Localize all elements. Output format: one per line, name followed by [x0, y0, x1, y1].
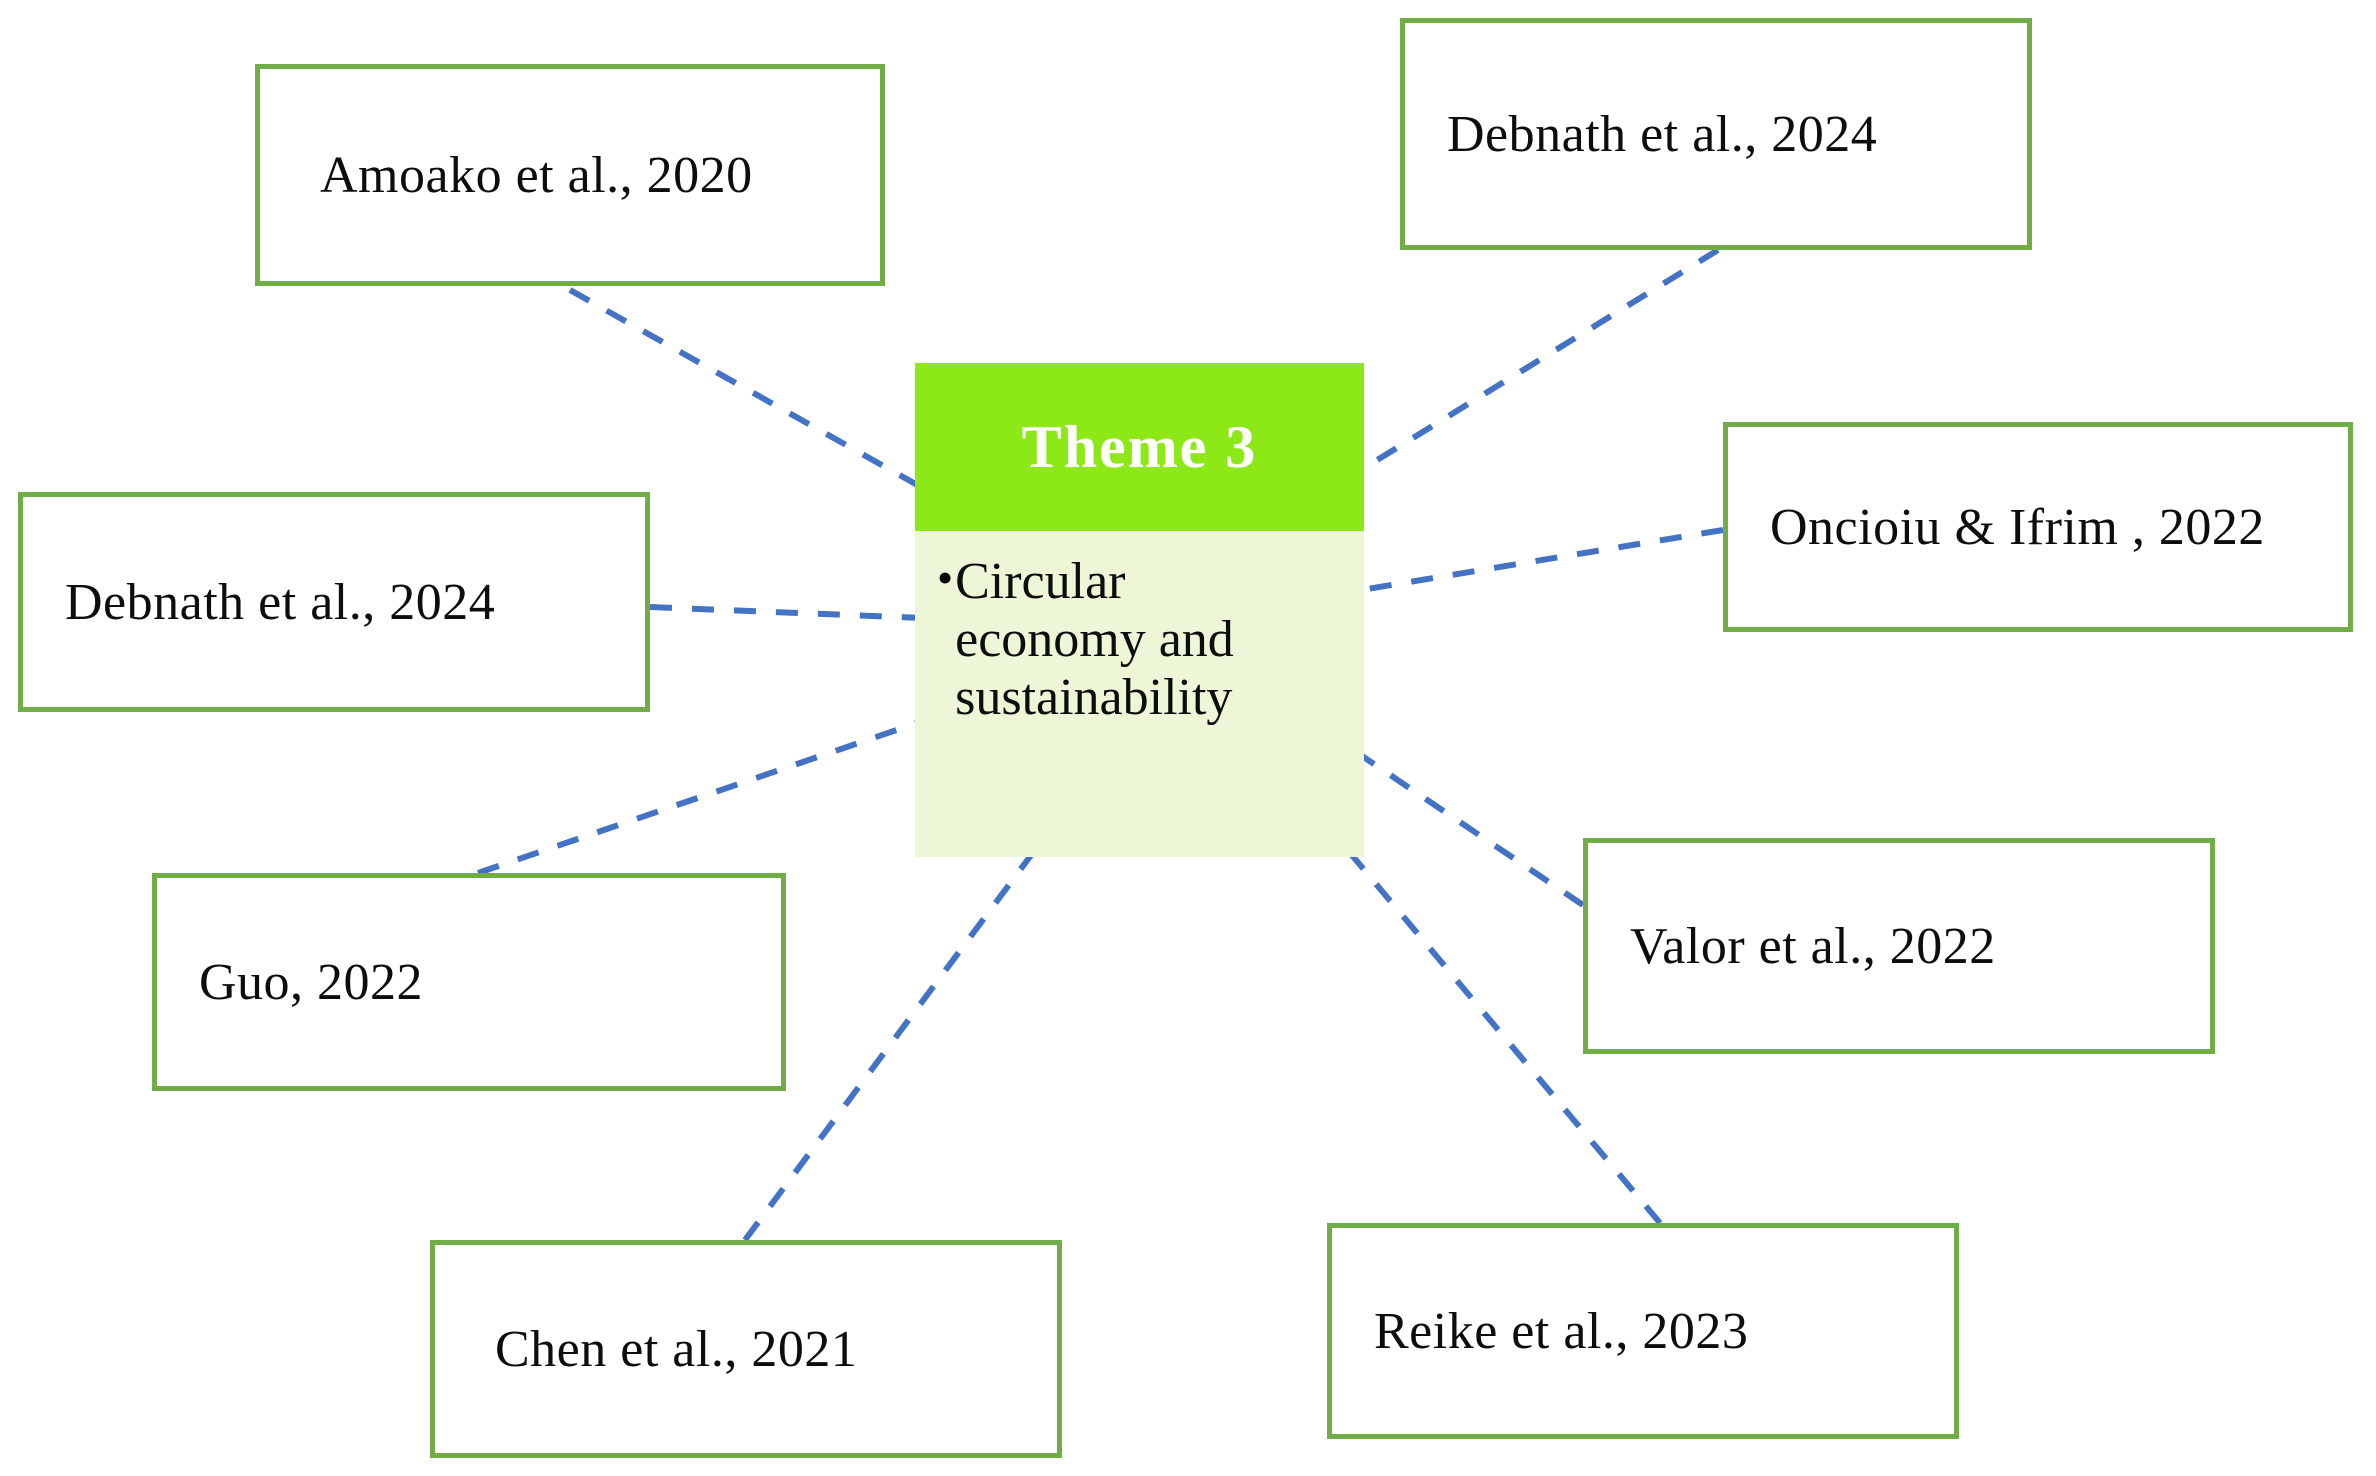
bullet-point-icon: •	[937, 552, 954, 603]
theme-card-body: • Circular economy and sustainability	[915, 531, 1364, 857]
theme-title: Theme 3	[1021, 413, 1258, 480]
node-oncioiu-ifrim-2022[interactable]: Oncioiu & Ifrim , 2022	[1723, 422, 2353, 632]
theme-bullet-text: Circular economy and sustainability	[955, 553, 1234, 727]
theme-card[interactable]: Theme 3 • Circular economy and sustainab…	[915, 363, 1364, 857]
node-debnath-2024-left[interactable]: Debnath et al., 2024	[18, 492, 650, 712]
node-label-guo-2022: Guo, 2022	[199, 953, 424, 1011]
node-valor-2022[interactable]: Valor et al., 2022	[1583, 838, 2215, 1054]
node-label-debnath-2024-top: Debnath et al., 2024	[1447, 105, 1878, 163]
node-debnath-2024-top[interactable]: Debnath et al., 2024	[1400, 18, 2032, 250]
theme-card-header: Theme 3	[915, 363, 1364, 531]
theme-bullet-row: • Circular economy and sustainability	[937, 553, 1350, 728]
node-label-amoako-2020: Amoako et al., 2020	[320, 146, 753, 204]
node-reike-2023[interactable]: Reike et al., 2023	[1327, 1223, 1959, 1439]
node-amoako-2020[interactable]: Amoako et al., 2020	[255, 64, 885, 286]
node-label-valor-2022: Valor et al., 2022	[1630, 917, 1996, 975]
node-label-oncioiu-ifrim-2022: Oncioiu & Ifrim , 2022	[1770, 498, 2265, 556]
node-label-reike-2023: Reike et al., 2023	[1374, 1302, 1749, 1360]
node-label-chen-2021: Chen et al., 2021	[495, 1320, 858, 1378]
node-chen-2021[interactable]: Chen et al., 2021	[430, 1240, 1062, 1458]
node-label-debnath-2024-left: Debnath et al., 2024	[65, 573, 496, 631]
node-guo-2022[interactable]: Guo, 2022	[152, 873, 786, 1091]
